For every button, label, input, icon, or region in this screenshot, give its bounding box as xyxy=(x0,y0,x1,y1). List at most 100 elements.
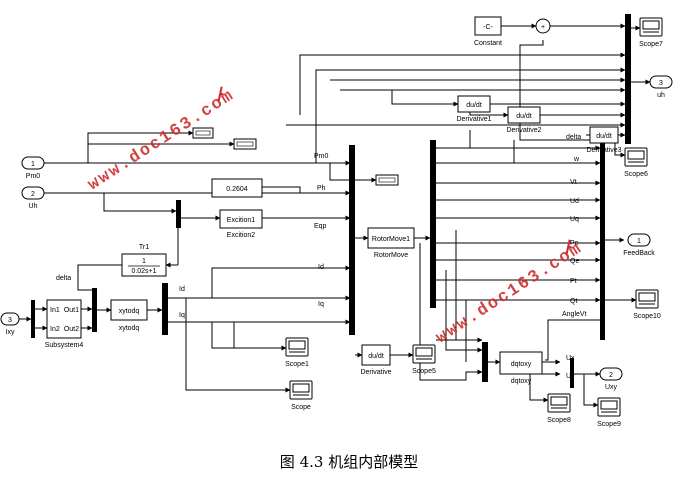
right-output-mux[interactable] xyxy=(600,138,605,340)
signal-label-ph: Ph xyxy=(317,185,326,192)
scope-name: Scope7 xyxy=(639,41,663,48)
display-block[interactable] xyxy=(192,127,214,139)
mux-bus-bars xyxy=(31,14,631,388)
transfer-fcn-block[interactable]: 1 0.02s+1 Tr1 xyxy=(121,244,167,277)
signal-label-ud: Ud xyxy=(570,198,579,205)
signal-label-qt: Qt xyxy=(570,298,577,305)
port-number: 2 xyxy=(609,372,613,379)
rotormove-block[interactable]: RotorMove1 RotorMove xyxy=(367,227,415,259)
signal-label-w: w xyxy=(573,156,580,163)
block-label: du/dt xyxy=(466,102,482,109)
display-block[interactable] xyxy=(375,174,399,186)
watermark-bottom: www.doc163.com xyxy=(433,239,587,348)
block-name: dqtoxy xyxy=(511,378,532,385)
upper-output-mux[interactable] xyxy=(625,14,631,144)
signal-label-id: Id xyxy=(179,286,185,293)
signal-label-uq: Uq xyxy=(570,216,579,223)
block-name: Derivative2 xyxy=(506,127,541,134)
signal-label-pt: Pt xyxy=(570,278,577,285)
derivative3-block[interactable]: du/dt Derivative3 xyxy=(586,126,622,154)
dqtoxy-block[interactable]: dqtoxy dqtoxy xyxy=(499,351,543,385)
excition-block[interactable]: Excition1 Excition2 xyxy=(219,209,263,239)
derivative-block[interactable]: du/dt Derivative xyxy=(360,344,392,376)
block-label: du/dt xyxy=(516,113,532,120)
constant-value: -C- xyxy=(483,24,493,31)
watermark-wand-icon xyxy=(565,239,572,254)
block-name: Derivative1 xyxy=(456,116,491,123)
block-label: RotorMove1 xyxy=(372,236,410,243)
signal-label-delta: delta xyxy=(566,134,581,141)
scope-block[interactable]: Scope6 xyxy=(624,147,648,178)
port-name: Pm0 xyxy=(26,173,41,180)
scope-name: Scope9 xyxy=(597,421,621,428)
block-name: xytodq xyxy=(119,325,140,332)
scope-name: Scope xyxy=(291,404,311,411)
port-number: 1 xyxy=(31,161,35,168)
constant-2604-block[interactable]: 0.2604 xyxy=(211,178,263,198)
port-number: 3 xyxy=(8,317,12,324)
sum-block[interactable]: + xyxy=(535,18,551,34)
block-name: Derivative3 xyxy=(586,147,621,154)
signal-label-vt: Vt xyxy=(570,179,577,186)
scope-block[interactable]: Scope1 xyxy=(285,337,309,368)
derivative2-block[interactable]: du/dt Derivative2 xyxy=(506,106,542,134)
block-name: Subsystem4 xyxy=(45,342,84,349)
outport-uxy[interactable]: 2 Uxy xyxy=(599,367,623,391)
block-name: Tr1 xyxy=(139,244,149,251)
derivative1-block[interactable]: du/dt Derivative1 xyxy=(456,95,492,123)
signal-label-qe: Qe xyxy=(570,258,579,265)
watermark-top: www.doc163.com xyxy=(85,86,239,195)
scope-name: Scope8 xyxy=(547,417,571,424)
signal-label-eqp: Eqp xyxy=(314,223,327,230)
port-name: Ixy xyxy=(6,329,15,336)
idq-demux[interactable] xyxy=(162,283,168,335)
port-label: Out1 xyxy=(64,307,79,314)
block-label: xytodq xyxy=(119,308,140,315)
xytodq-block[interactable]: xytodq xytodq xyxy=(110,299,148,332)
tf-numerator: 1 xyxy=(142,258,146,265)
display-block[interactable] xyxy=(233,138,257,150)
block-name: Excition2 xyxy=(227,232,256,239)
ixy-demux[interactable] xyxy=(31,300,35,338)
port-label: In2 xyxy=(50,326,60,333)
scope-block[interactable]: Scope10 xyxy=(633,289,661,320)
inport-pm0[interactable]: 1 Pm0 xyxy=(21,156,45,180)
scope-name: Scope5 xyxy=(412,368,436,375)
scope-block[interactable]: Scope7 xyxy=(639,17,663,48)
port-name: uh xyxy=(657,92,665,99)
port-number: 3 xyxy=(659,80,663,87)
constant-block[interactable]: -C- Constant xyxy=(474,16,502,47)
block-name: RotorMove xyxy=(374,252,408,259)
scope-name: Scope1 xyxy=(285,361,309,368)
outport-feedback[interactable]: 1 FeedBack xyxy=(623,233,655,257)
inport-ixy[interactable]: 3 Ixy xyxy=(0,312,20,336)
rotor-output-demux[interactable] xyxy=(430,140,436,308)
scope-block[interactable]: Scope5 xyxy=(412,344,436,375)
scope-name: Scope6 xyxy=(624,171,648,178)
dqtoxy-input-mux[interactable] xyxy=(482,342,488,382)
uxy-mux[interactable] xyxy=(570,358,574,388)
signal-label-uy: Uy xyxy=(566,373,575,380)
port-name: Uxy xyxy=(605,384,618,391)
scope-block[interactable]: Scope9 xyxy=(597,397,621,428)
block-label: du/dt xyxy=(368,353,384,360)
outport-uh[interactable]: 3 uh xyxy=(649,75,673,99)
signal-label-delta-in: delta xyxy=(56,275,71,282)
scope-block[interactable]: Scope xyxy=(289,380,313,411)
subsystem-block[interactable]: In1 In2 Out1 Out2 Subsystem4 xyxy=(45,299,84,349)
ixy-mux[interactable] xyxy=(92,288,97,332)
excition-mux[interactable] xyxy=(176,200,181,228)
signal-wires xyxy=(19,23,651,408)
scope-block[interactable]: Scope8 xyxy=(547,393,571,424)
signal-label-id2: Id xyxy=(318,264,324,271)
signal-label-ux: Ux xyxy=(566,355,575,362)
watermark-wand-icon xyxy=(217,86,224,101)
inport-uh[interactable]: 2 Uh xyxy=(21,186,45,210)
port-label: In1 xyxy=(50,307,60,314)
port-number: 1 xyxy=(637,238,641,245)
sum-sign: + xyxy=(541,24,545,31)
constant-value: 0.2604 xyxy=(226,186,248,193)
port-name: Uh xyxy=(29,203,38,210)
main-input-mux[interactable] xyxy=(349,145,355,335)
